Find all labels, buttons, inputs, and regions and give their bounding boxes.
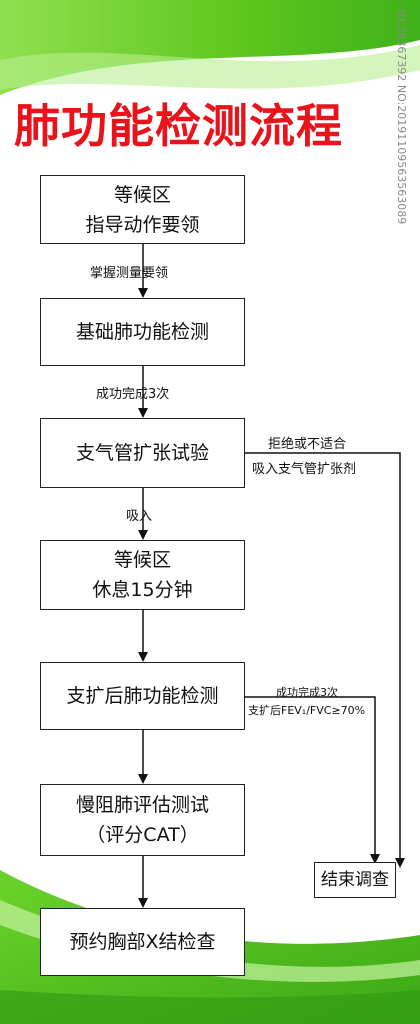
- node-baseline-test: 基础肺功能检测: [40, 298, 245, 366]
- edge-label-fev-ratio: 支扩后FEV₁/FVC≥70%: [248, 704, 366, 717]
- edge-label-inhale-dilator: 吸入支气管扩张剂: [252, 462, 357, 477]
- arrow-bronchodilator-end: [245, 452, 405, 868]
- node-line: 支气管扩张试验: [75, 442, 209, 464]
- node-copd-assessment: 慢阻肺评估测试 （评分CAT）: [40, 784, 245, 856]
- node-line: 慢阻肺评估测试: [75, 794, 209, 816]
- edge-label-inhale: 吸入: [126, 509, 153, 524]
- node-line: 指导动作要领: [85, 213, 200, 236]
- edge-label-refuse: 拒绝或不适合: [268, 437, 347, 452]
- node-line: 等候区: [113, 183, 171, 206]
- node-line: 基础肺功能检测: [75, 321, 209, 343]
- node-post-test: 支扩后肺功能检测: [40, 662, 245, 730]
- page-title: 肺功能检测流程: [14, 99, 343, 153]
- arrow-post-end: [245, 696, 380, 864]
- node-line: （评分CAT）: [86, 824, 199, 846]
- node-line: 结束调查: [321, 870, 389, 890]
- edge-label-master-technique: 掌握测量要领: [90, 266, 169, 281]
- node-chest-xray: 预约胸部X结检查: [40, 908, 245, 976]
- watermark-id: ID:26367392 NO:20191109563563089: [395, 10, 408, 225]
- edge-label-post-completed: 成功完成3次: [276, 686, 338, 699]
- node-bronchodilator-test: 支气管扩张试验: [40, 418, 245, 488]
- node-waiting-area-guidance: 等候区 指导动作要领: [40, 175, 245, 244]
- node-line: 休息15分钟: [92, 579, 193, 601]
- node-end-survey: 结束调查: [314, 862, 396, 898]
- node-waiting-area-rest: 等候区 休息15分钟: [40, 540, 245, 610]
- node-line: 预约胸部X结检查: [69, 931, 216, 953]
- node-line: 支扩后肺功能检测: [66, 685, 219, 707]
- node-line: 等候区: [113, 549, 171, 571]
- edge-label-completed-3: 成功完成3次: [96, 387, 170, 402]
